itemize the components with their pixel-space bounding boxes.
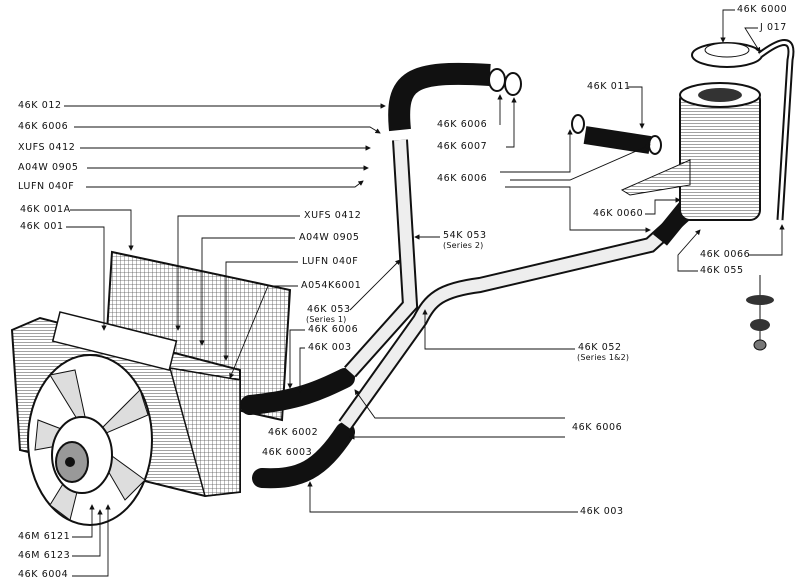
label-46k-001: 46K 001: [20, 221, 64, 232]
label-46k-6007: 46K 6007: [437, 141, 488, 152]
label-46k-0060: 46K 0060: [593, 208, 644, 219]
filler-neck: [571, 114, 662, 155]
leader-lines: [64, 9, 785, 577]
label-46k-003: 46K 003: [308, 342, 352, 353]
label-46k-6004: 46K 6004: [18, 569, 69, 580]
label-46k-6006: 46K 6006: [437, 173, 488, 184]
label-46k-6002: 46K 6002: [268, 427, 319, 438]
label-46m-6121: 46M 6121: [18, 531, 71, 542]
label-46k-055: 46K 055: [700, 265, 744, 276]
label-46k-052: 46K 052: [578, 342, 622, 353]
label-54k-053-series: (Series 2): [443, 241, 484, 250]
cooling-fan: [27, 354, 153, 526]
label-46k-003: 46K 003: [580, 506, 624, 517]
upper-hose: [240, 368, 355, 489]
label-46k-6000: 46K 6000: [737, 4, 788, 15]
label-46k-012: 46K 012: [18, 100, 62, 111]
label-j-017: J 017: [760, 22, 787, 33]
label-a04w-0905: A04W 0905: [299, 232, 360, 243]
label-46k-6003: 46K 6003: [262, 447, 313, 458]
label-46k-001a: 46K 001A: [20, 204, 71, 215]
label-xufs-0412: XUFS 0412: [18, 142, 76, 153]
label-xufs-0412: XUFS 0412: [304, 210, 362, 221]
label-a04w-0905: A04W 0905: [18, 162, 79, 173]
label-54k-053: 54K 053: [443, 230, 487, 241]
expansion-tank: [620, 82, 761, 246]
label-46k-6006: 46K 6006: [437, 119, 488, 130]
label-lufn-040f: LUFN 040F: [18, 181, 75, 192]
label-a054k6001: A054K6001: [301, 280, 362, 291]
label-46k-052-series: (Series 1&2): [577, 353, 630, 362]
label-46k-053-series: (Series 1): [306, 315, 347, 324]
label-46k-053: 46K 053: [307, 304, 351, 315]
label-46k-0066: 46K 0066: [700, 249, 751, 260]
label-46k-6006: 46K 6006: [308, 324, 359, 335]
top-hose: [388, 62, 522, 132]
mounting-rubbers: [746, 275, 774, 351]
radiator-cap: [691, 39, 795, 221]
label-lufn-040f: LUFN 040F: [302, 256, 359, 267]
label-46k-011: 46K 011: [587, 81, 631, 92]
label-46m-6123: 46M 6123: [18, 550, 71, 561]
label-46k-6006: 46K 6006: [572, 422, 623, 433]
label-46k-6006: 46K 6006: [18, 121, 69, 132]
metal-pipes: [338, 139, 706, 430]
